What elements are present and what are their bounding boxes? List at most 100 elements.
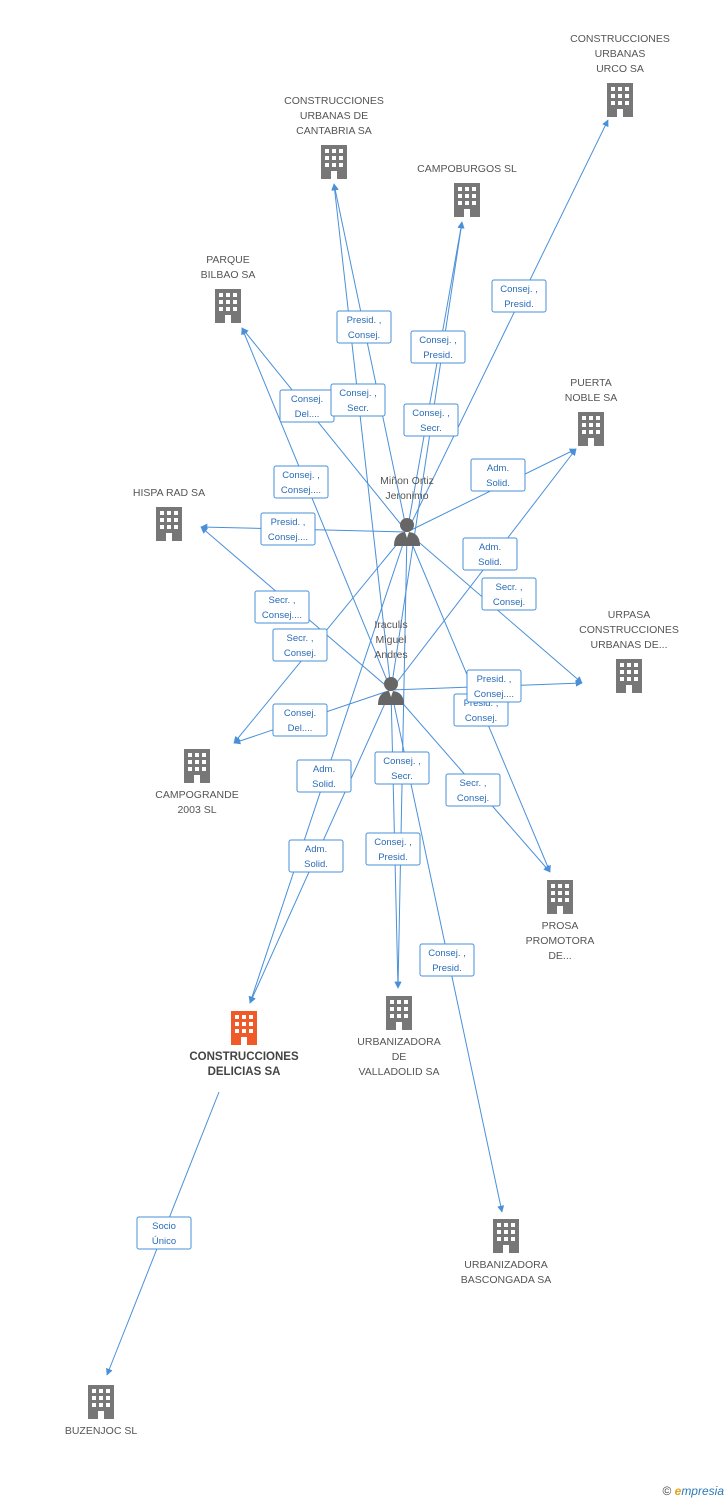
node-campoburgos[interactable]: CAMPOBURGOS SL [417,163,517,217]
edge-minon-cantabria [331,183,408,533]
edge-labels-layer: Consej. ,Presid.Presid. ,Consej.Consej. … [136,279,547,1250]
edge-label-line: Consej. , [383,756,421,767]
copyright-symbol: © [662,1484,672,1498]
edge-minon-urco [406,119,609,533]
edge-label-minon-campoburgos[interactable]: Consej. ,Presid. [410,330,466,364]
node-label-line: CONSTRUCCIONES [570,33,670,45]
edge-label-iraculis-delicias[interactable]: Adm. Solid. [288,839,344,873]
node-label-line: URBANAS DE [300,110,368,122]
edge-label-minon-delicias[interactable]: Adm.Solid. [296,759,352,793]
edge-label-line: Consej. [493,597,525,608]
node-label-line: Miñon Ortiz [380,475,434,487]
edge-label-iraculis-puerta[interactable]: Adm.Solid. [462,537,518,571]
edge-label-box [419,943,475,977]
edge-label-minon-urco[interactable]: Consej. ,Presid. [491,279,547,313]
edge-label-minon-hispa[interactable]: Presid. ,Consej.... [260,512,316,546]
footer-brand: © empresia [662,1484,724,1498]
node-label-line: CONSTRUCCIONES [189,1051,299,1063]
edge-label-iraculis-campoburgos[interactable]: Consej. ,Secr. [403,403,459,437]
node-label-line: PROSA [542,920,579,932]
edge-label-box [273,465,329,499]
node-buzenjoc[interactable]: BUZENJOC SL [65,1385,138,1437]
node-label-line: BUZENJOC SL [65,1425,138,1437]
edge-label-line: Solid. [304,859,328,870]
edge-label-box [462,537,518,571]
edge-label-iraculis-cantabria[interactable]: Consej. ,Secr. [330,383,386,417]
node-prosa[interactable]: PROSAPROMOTORADE... [526,880,595,962]
edge-label-line: Consej. , [428,948,466,959]
building-icon [231,1011,257,1045]
edge-label-line: Consej. , [282,470,320,481]
edge-label-line: Presid. [504,299,534,310]
edge-label-line: Secr. , [269,595,296,606]
edge-label-box [445,773,501,807]
building-icon [616,659,642,693]
building-icon [156,507,182,541]
edge-label-iraculis-campogrande[interactable]: Consej.Del.... [272,703,328,737]
edge-label-box [403,403,459,437]
edge-label-line: Adm. [487,463,509,474]
building-icon [321,145,347,179]
edge-label-line: Consej. [348,330,380,341]
edge-label-iraculis-valladolid[interactable]: Consej. , Secr. [374,751,430,785]
edge-label-minon-valladolid[interactable]: Consej. ,Presid. [365,832,421,866]
edge-label-box [272,703,328,737]
brand-e: e [674,1484,682,1498]
edge-label-box [330,383,386,417]
edge-label-box [466,669,522,703]
node-label-line: HISPA RAD SA [133,487,205,499]
edge-label-minon-campogrande[interactable]: Secr. , Consej. [272,628,328,662]
edge-iraculis-cantabria [331,183,392,691]
edge-label-line: Secr. , [287,633,314,644]
edge-label-minon-cantabria[interactable]: Presid. , Consej. [336,310,392,344]
node-hispa[interactable]: HISPA RAD SA [133,487,205,541]
edge-label-line: Presid. , [477,674,512,685]
edge-label-iraculis-urpasa[interactable]: Presid. ,Consej.... [466,669,522,703]
edge-label-box [254,590,310,624]
edge-label-line: Secr. [391,771,413,782]
edge-label-iraculis-parque[interactable]: Consej. ,Consej.... [273,465,329,499]
edge-label-line: Presid. , [347,315,382,326]
edge-label-line: Presid. , [271,517,306,528]
building-icon [454,183,480,217]
edge-label-line: Consej. [284,708,316,719]
edge-label-line: Consej. [465,713,497,724]
edge-label-line: Consej. [284,648,316,659]
edge-label-box [288,839,344,873]
edge-label-box [260,512,316,546]
building-icon [215,289,241,323]
edge-label-minon-urpasa[interactable]: Secr. ,Consej. [481,577,537,611]
edge-minon-campoburgos [406,221,465,533]
node-label-line: DE... [548,950,571,962]
edge-label-box [374,751,430,785]
edge-label-iraculis-bascongada[interactable]: Consej. ,Presid. [419,943,475,977]
edge-label-iraculis-hispa[interactable]: Secr. ,Consej.... [254,590,310,624]
edge-label-iraculis-prosa[interactable]: Secr. ,Consej. [445,773,501,807]
node-label-line: DE [392,1051,407,1063]
edge-label-line: Adm. [305,844,327,855]
edge-label-box [136,1216,192,1250]
node-label-line: URBANIZADORA [357,1036,440,1048]
edge-label-line: Único [152,1236,176,1247]
node-label-line: Jeronimo [385,490,428,502]
edge-label-line: Secr. [420,423,442,434]
edge-label-line: Secr. [347,403,369,414]
edge-iraculis-parque [241,327,392,691]
edge-minon-parque [241,327,408,533]
edge-label-minon-parque[interactable]: Consej.Del.... [279,389,335,423]
edge-label-line: Presid. [378,852,408,863]
edge-label-minon-puerta[interactable]: Adm.Solid. [470,458,526,492]
building-icon [88,1385,114,1419]
